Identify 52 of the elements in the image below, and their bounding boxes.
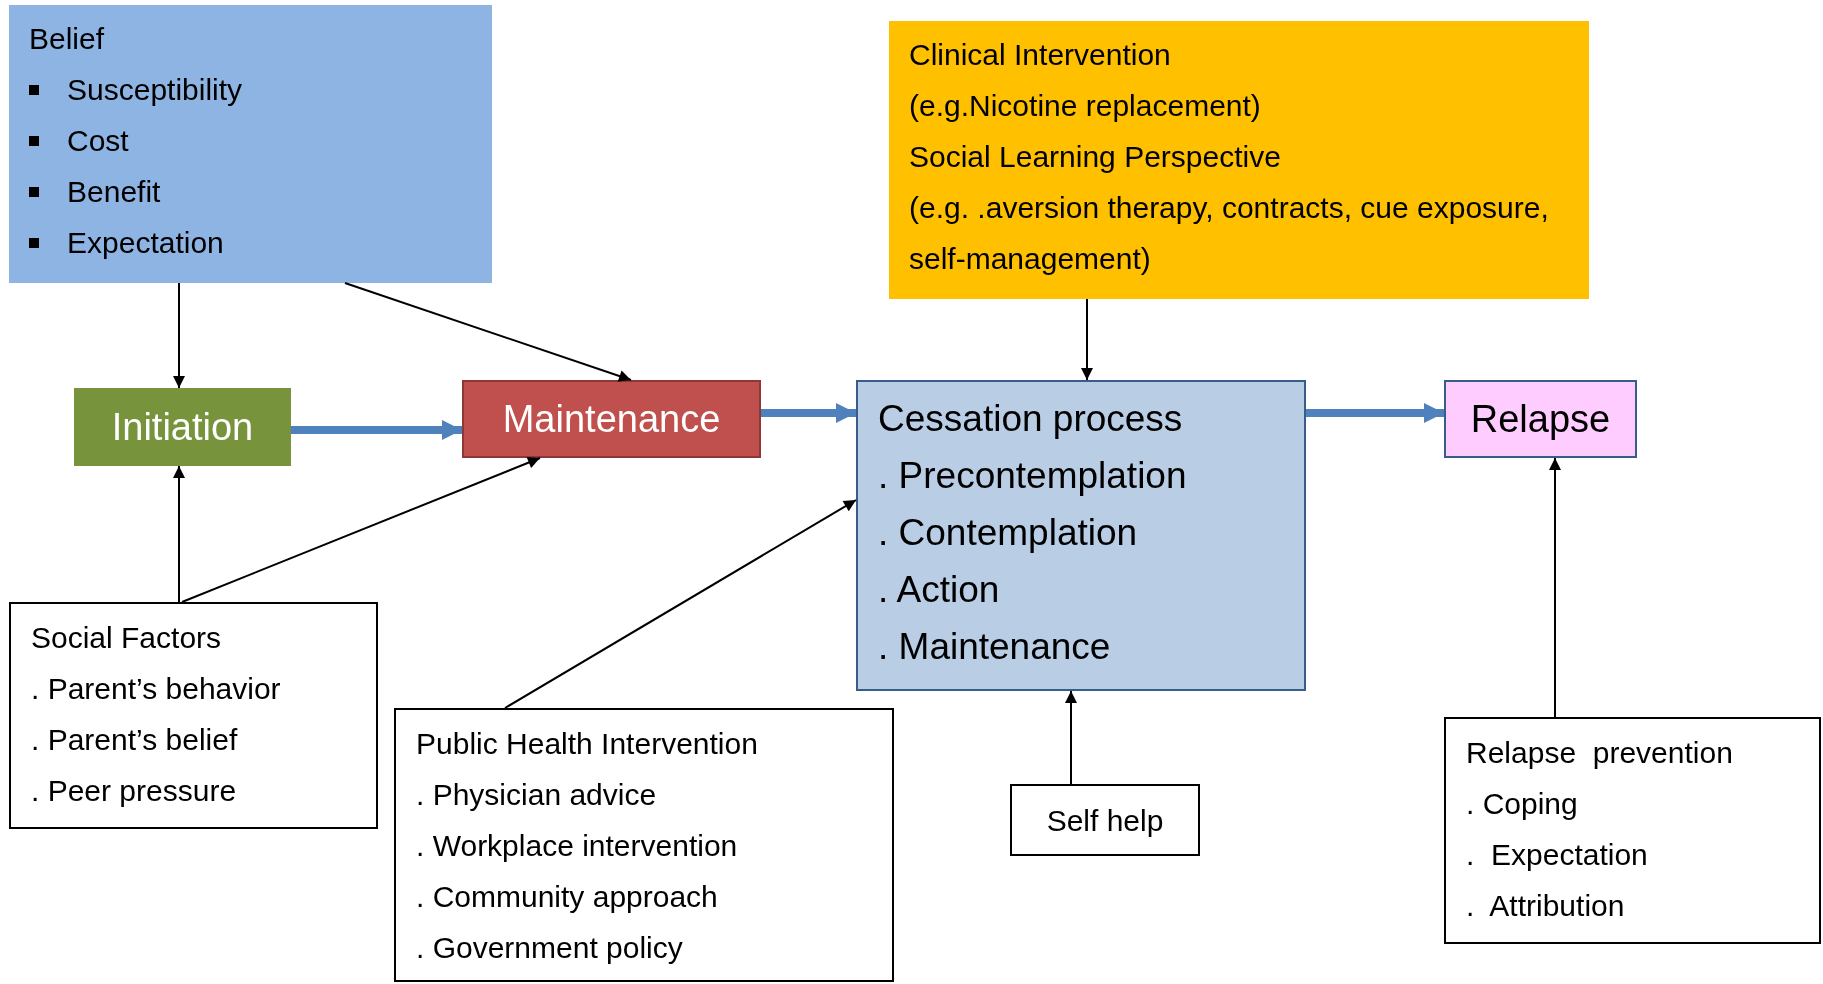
arrow bbox=[291, 420, 462, 440]
box-text: . Workplace intervention bbox=[416, 828, 739, 864]
box-text: . Government policy bbox=[416, 930, 684, 966]
arrow bbox=[173, 465, 185, 603]
box-text: . Precontemplation bbox=[878, 454, 1188, 498]
box-heading: Maintenance bbox=[502, 396, 721, 442]
factor-box bbox=[9, 602, 378, 829]
arrow bbox=[1081, 298, 1093, 381]
box-text: . Community approach bbox=[416, 879, 719, 915]
list-item: Expectation bbox=[29, 217, 472, 268]
box-text: . Expectation bbox=[1466, 837, 1649, 873]
box-heading: Public Health Intervention bbox=[416, 726, 759, 762]
factor-box bbox=[1444, 717, 1821, 944]
process-box bbox=[1444, 380, 1637, 458]
box-text: . Coping bbox=[1466, 786, 1579, 822]
belief-box bbox=[9, 5, 492, 283]
box-heading: Initiation bbox=[111, 404, 254, 450]
arrow bbox=[344, 282, 632, 382]
process-box bbox=[462, 380, 761, 458]
factor-box bbox=[394, 708, 894, 982]
arrow bbox=[1065, 690, 1077, 785]
box-text: . Maintenance bbox=[878, 625, 1112, 669]
process-box bbox=[74, 388, 291, 466]
box-heading: Relapse prevention bbox=[1466, 735, 1734, 771]
box-text: (e.g.Nicotine replacement) bbox=[909, 88, 1262, 124]
box-text: Social Learning Perspective bbox=[909, 139, 1282, 175]
box-heading: Clinical Intervention bbox=[909, 37, 1172, 73]
box-heading: Self help bbox=[1046, 802, 1164, 839]
arrow bbox=[1549, 457, 1561, 718]
intervention-box bbox=[889, 21, 1589, 299]
box-text: . Peer pressure bbox=[31, 773, 238, 809]
box-heading: Social Factors bbox=[31, 620, 223, 656]
factor-box bbox=[1010, 784, 1200, 856]
box-heading: Cessation process bbox=[878, 397, 1184, 441]
arrow bbox=[173, 282, 185, 389]
box-heading: Relapse bbox=[1470, 396, 1611, 442]
arrow bbox=[181, 456, 541, 603]
list-item: Cost bbox=[29, 115, 472, 166]
box-text: . Parent’s belief bbox=[31, 722, 239, 758]
arrow bbox=[504, 499, 857, 709]
list-item: Susceptibility bbox=[29, 64, 472, 115]
box-heading: Belief bbox=[29, 21, 106, 57]
box-text: (e.g. .aversion therapy, contracts, cue exposure, self-management) bbox=[909, 190, 1550, 277]
process-box bbox=[856, 380, 1306, 691]
box-text: . Physician advice bbox=[416, 777, 658, 813]
list-item: Benefit bbox=[29, 166, 472, 217]
box-text: . Contemplation bbox=[878, 511, 1139, 555]
box-text: . Parent’s behavior bbox=[31, 671, 282, 707]
arrow bbox=[1306, 403, 1444, 423]
box-text: . Action bbox=[878, 568, 1001, 612]
arrow bbox=[761, 403, 856, 423]
box-text: . Attribution bbox=[1466, 888, 1626, 924]
